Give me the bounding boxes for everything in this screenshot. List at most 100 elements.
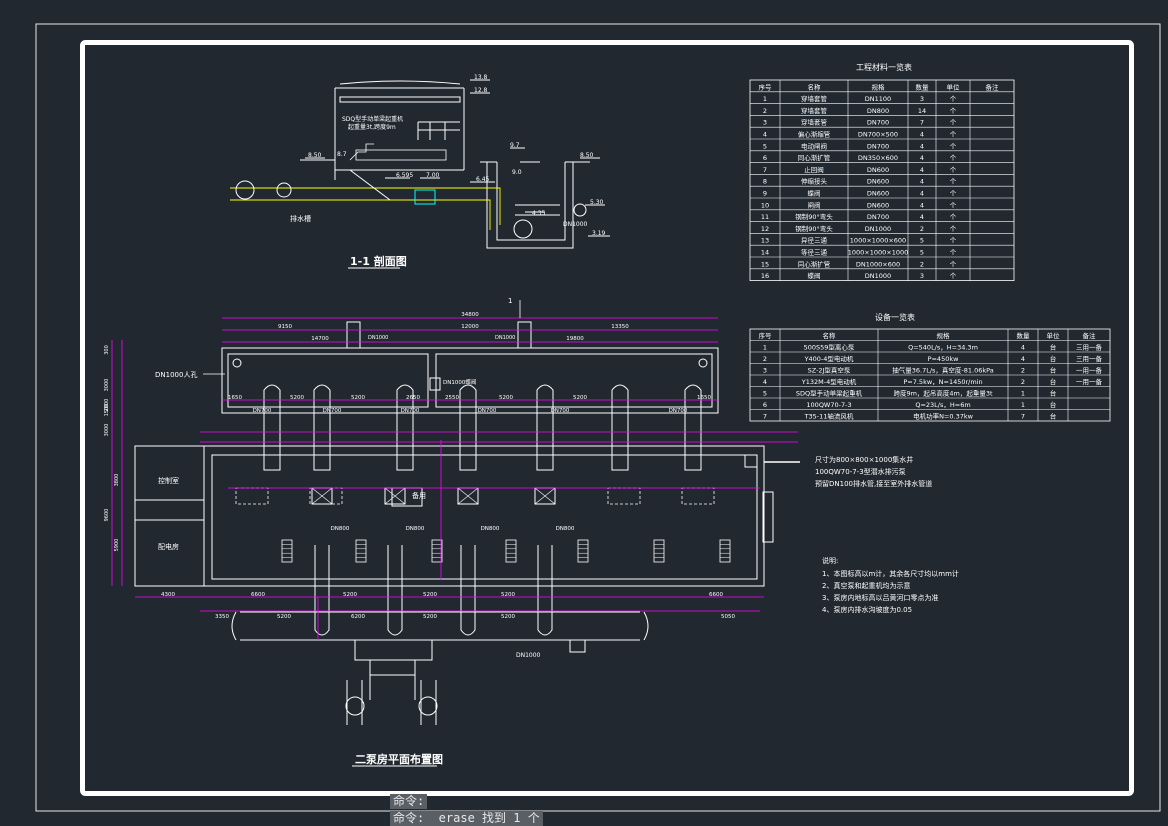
equipment_table-cell: 5 bbox=[763, 390, 767, 398]
materials_table-cell: 等径三通 bbox=[801, 248, 828, 257]
materials_table-cell: 个 bbox=[950, 213, 957, 221]
equipment_table-header-cell: 序号 bbox=[759, 331, 773, 340]
materials_table-cell: 异径三通 bbox=[801, 236, 828, 245]
materials_table-cell: DN1000×600 bbox=[856, 260, 900, 268]
equipment_table-cell: 台 bbox=[1050, 354, 1057, 363]
equipment_table-cell: 一用一备 bbox=[1076, 366, 1103, 375]
suction-pipe bbox=[396, 384, 414, 471]
pump-unit-cross bbox=[534, 487, 556, 505]
materials_table-cell: 5 bbox=[920, 249, 924, 257]
materials_table-cell: 同心渐扩管 bbox=[798, 259, 831, 268]
pipe-dn800-label: DN800 bbox=[406, 526, 425, 532]
bottom-dimension: 6600 bbox=[709, 592, 723, 598]
equipment_table-cell: 4 bbox=[1021, 344, 1025, 352]
materials_table-cell: 止回阀 bbox=[804, 165, 824, 174]
materials_table-cell: 1000×1000×600 bbox=[850, 237, 906, 245]
note-2: 2、真空泵和起重机均为示意 bbox=[822, 581, 910, 590]
crane-note-2: 起重量3t,跨度9m bbox=[348, 123, 396, 131]
left-dimension: 3000 bbox=[104, 379, 110, 392]
equipment_table-cell: 一用一备 bbox=[1076, 377, 1103, 386]
crane-note-1: SDQ型手动单梁起重机 bbox=[342, 115, 403, 123]
equipment_table-cell: 电机功率N=0.37kw bbox=[913, 412, 974, 421]
top-dimension: 14700 bbox=[311, 336, 329, 342]
materials_table-cell: DN600 bbox=[867, 201, 889, 209]
plan-labels: 1 DN1000人孔 控制室 配电房 备用 DN1000蝶阀 DN1000 DN… bbox=[155, 297, 959, 767]
pipe-dn700-label: DN700 bbox=[401, 408, 420, 414]
materials_table-cell: 2 bbox=[763, 107, 767, 115]
materials_table-header-cell: 数量 bbox=[916, 82, 930, 91]
equipment_table-cell: 100QW70-7-3 bbox=[806, 401, 851, 409]
equipment_table-cell: T35-11轴流风机 bbox=[804, 412, 854, 421]
equipment_table-cell: P=7.5kw，N=1450r/min bbox=[903, 378, 982, 386]
equipment_table-cell: 7 bbox=[763, 413, 767, 421]
equipment_table-cell: 台 bbox=[1050, 343, 1057, 352]
left-dimension: 2000 bbox=[104, 399, 110, 412]
bottom-dimension: 5200 bbox=[343, 592, 357, 598]
equipment_table-cell: 4 bbox=[763, 378, 767, 386]
section-texts: SDQ型手动单梁起重机 起重量3t,跨度9m 排水槽 DN1000 1-1 剖面… bbox=[290, 74, 606, 269]
materials_table-cell: 7 bbox=[763, 166, 767, 174]
materials_table-cell: 11 bbox=[761, 213, 769, 221]
command-line-prompt[interactable]: 命令: bbox=[390, 794, 428, 809]
materials_table-cell: DN1100 bbox=[865, 95, 891, 103]
equipment_table-header-cell: 备注 bbox=[1083, 331, 1097, 340]
equipment_table-cell: 台 bbox=[1050, 389, 1057, 398]
suction-pipe bbox=[459, 384, 477, 471]
materials_table-cell: 穿墙套管 bbox=[801, 118, 828, 127]
materials_table-cell: 蝶阀 bbox=[808, 189, 821, 198]
window-vent bbox=[719, 539, 731, 563]
equipment_table-header-cell: 名称 bbox=[823, 331, 837, 340]
equipment_table-cell: 台 bbox=[1050, 377, 1057, 386]
drawing-frame bbox=[80, 40, 1134, 796]
materials_table-header-cell: 备注 bbox=[986, 82, 1000, 91]
equipment_table-cell: 跨度9m，起吊高度4m，起重量3t bbox=[893, 389, 993, 398]
elevation-label: 9.7 bbox=[510, 142, 520, 149]
pump-unit-cross bbox=[384, 487, 406, 505]
equipment_table-cell: 500S59型离心泵 bbox=[804, 343, 855, 352]
materials_table-cell: 5 bbox=[763, 142, 767, 150]
bottom-dimension-2: 5200 bbox=[423, 614, 437, 620]
materials_table-header-cell: 单位 bbox=[947, 82, 961, 91]
materials_table-cell: 13 bbox=[761, 237, 769, 245]
equipment_table-cell: 1 bbox=[1021, 390, 1025, 398]
left-dimension: 1500 bbox=[104, 404, 110, 417]
pump-unit-cross bbox=[457, 487, 479, 505]
section-title: 1-1 剖面图 bbox=[350, 254, 407, 268]
materials_table-cell: 个 bbox=[950, 272, 957, 280]
materials_table-cell: 6 bbox=[763, 154, 767, 162]
elevation-label: 7.00 bbox=[426, 172, 440, 179]
equipment-table-title: 设备一览表 bbox=[875, 312, 915, 322]
window-vent bbox=[577, 539, 589, 563]
materials_table-cell: 9 bbox=[763, 190, 767, 198]
equipment_table-cell: Y400-4型电动机 bbox=[804, 354, 854, 363]
equipment_table-cell: 抽气量36.7L/s，真空度-81.06kPa bbox=[892, 366, 994, 375]
power-room-label: 配电房 bbox=[158, 542, 179, 551]
top-dimension: 34800 bbox=[461, 312, 479, 318]
equipment_table-header-cell: 数量 bbox=[1017, 331, 1031, 340]
materials_table-cell: DN600 bbox=[867, 190, 889, 198]
suction-pipe bbox=[263, 384, 281, 471]
elevation-label: 6.595 bbox=[396, 172, 413, 179]
materials_table-cell: 个 bbox=[950, 225, 957, 233]
note-4: 4、泵房内排水沟坡度为0.05 bbox=[822, 605, 912, 614]
left-dimension: 3000 bbox=[104, 424, 110, 437]
equipment_table-header-cell: 规格 bbox=[937, 331, 951, 340]
equipment_table-cell: P=450kw bbox=[928, 355, 960, 363]
command-line-history[interactable]: 命令: erase 找到 1 个 bbox=[390, 811, 543, 826]
materials_table-cell: 2 bbox=[920, 225, 924, 233]
bottom-dimension-2: 6200 bbox=[351, 614, 365, 620]
materials_table-cell: 闸阀 bbox=[808, 200, 821, 209]
suction-pipe bbox=[536, 384, 554, 471]
left-dimension: 300 bbox=[104, 345, 110, 355]
plan-view bbox=[134, 321, 800, 725]
materials_table-cell: 14 bbox=[761, 249, 769, 257]
materials_table-cell: 钢制90°弯头 bbox=[795, 212, 833, 221]
manhole-label: DN1000人孔 bbox=[155, 371, 197, 379]
row-dimension: 5200 bbox=[573, 395, 587, 401]
row-dimension: 1650 bbox=[228, 395, 242, 401]
